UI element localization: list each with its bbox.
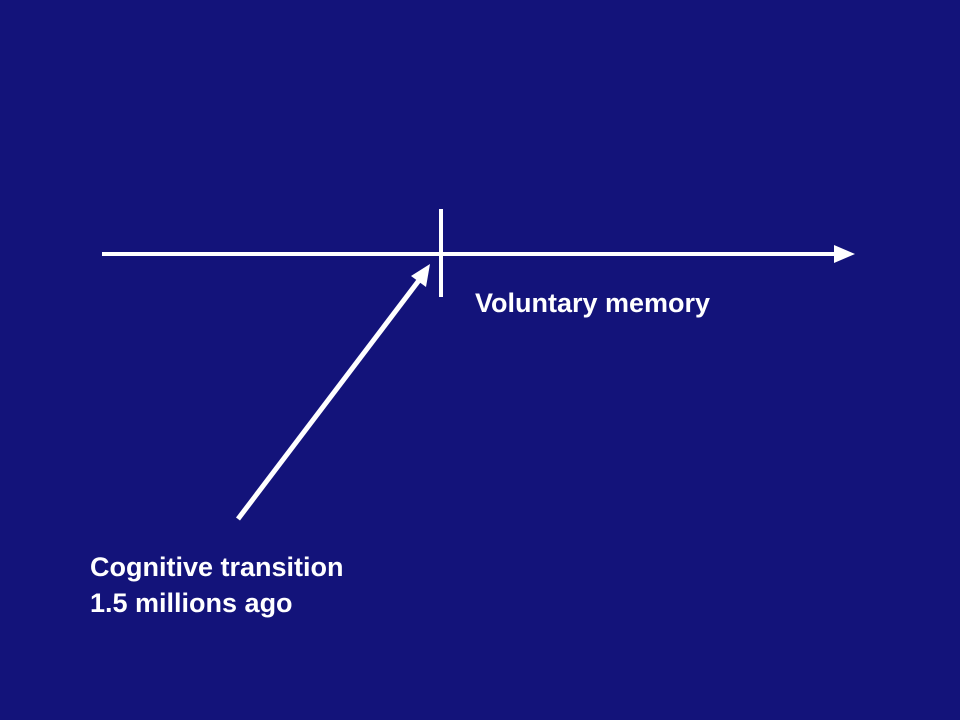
cognitive-transition-annotation: Cognitive transition 1.5 millions ago — [90, 549, 344, 621]
annotation-line-2: 1.5 millions ago — [90, 588, 293, 618]
annotation-line-1: Cognitive transition — [90, 552, 344, 582]
pointer-arrow-line — [236, 277, 422, 521]
voluntary-memory-label: Voluntary memory — [475, 288, 711, 318]
pointer-arrow-head — [411, 264, 430, 287]
timeline-arrowhead — [834, 245, 855, 263]
